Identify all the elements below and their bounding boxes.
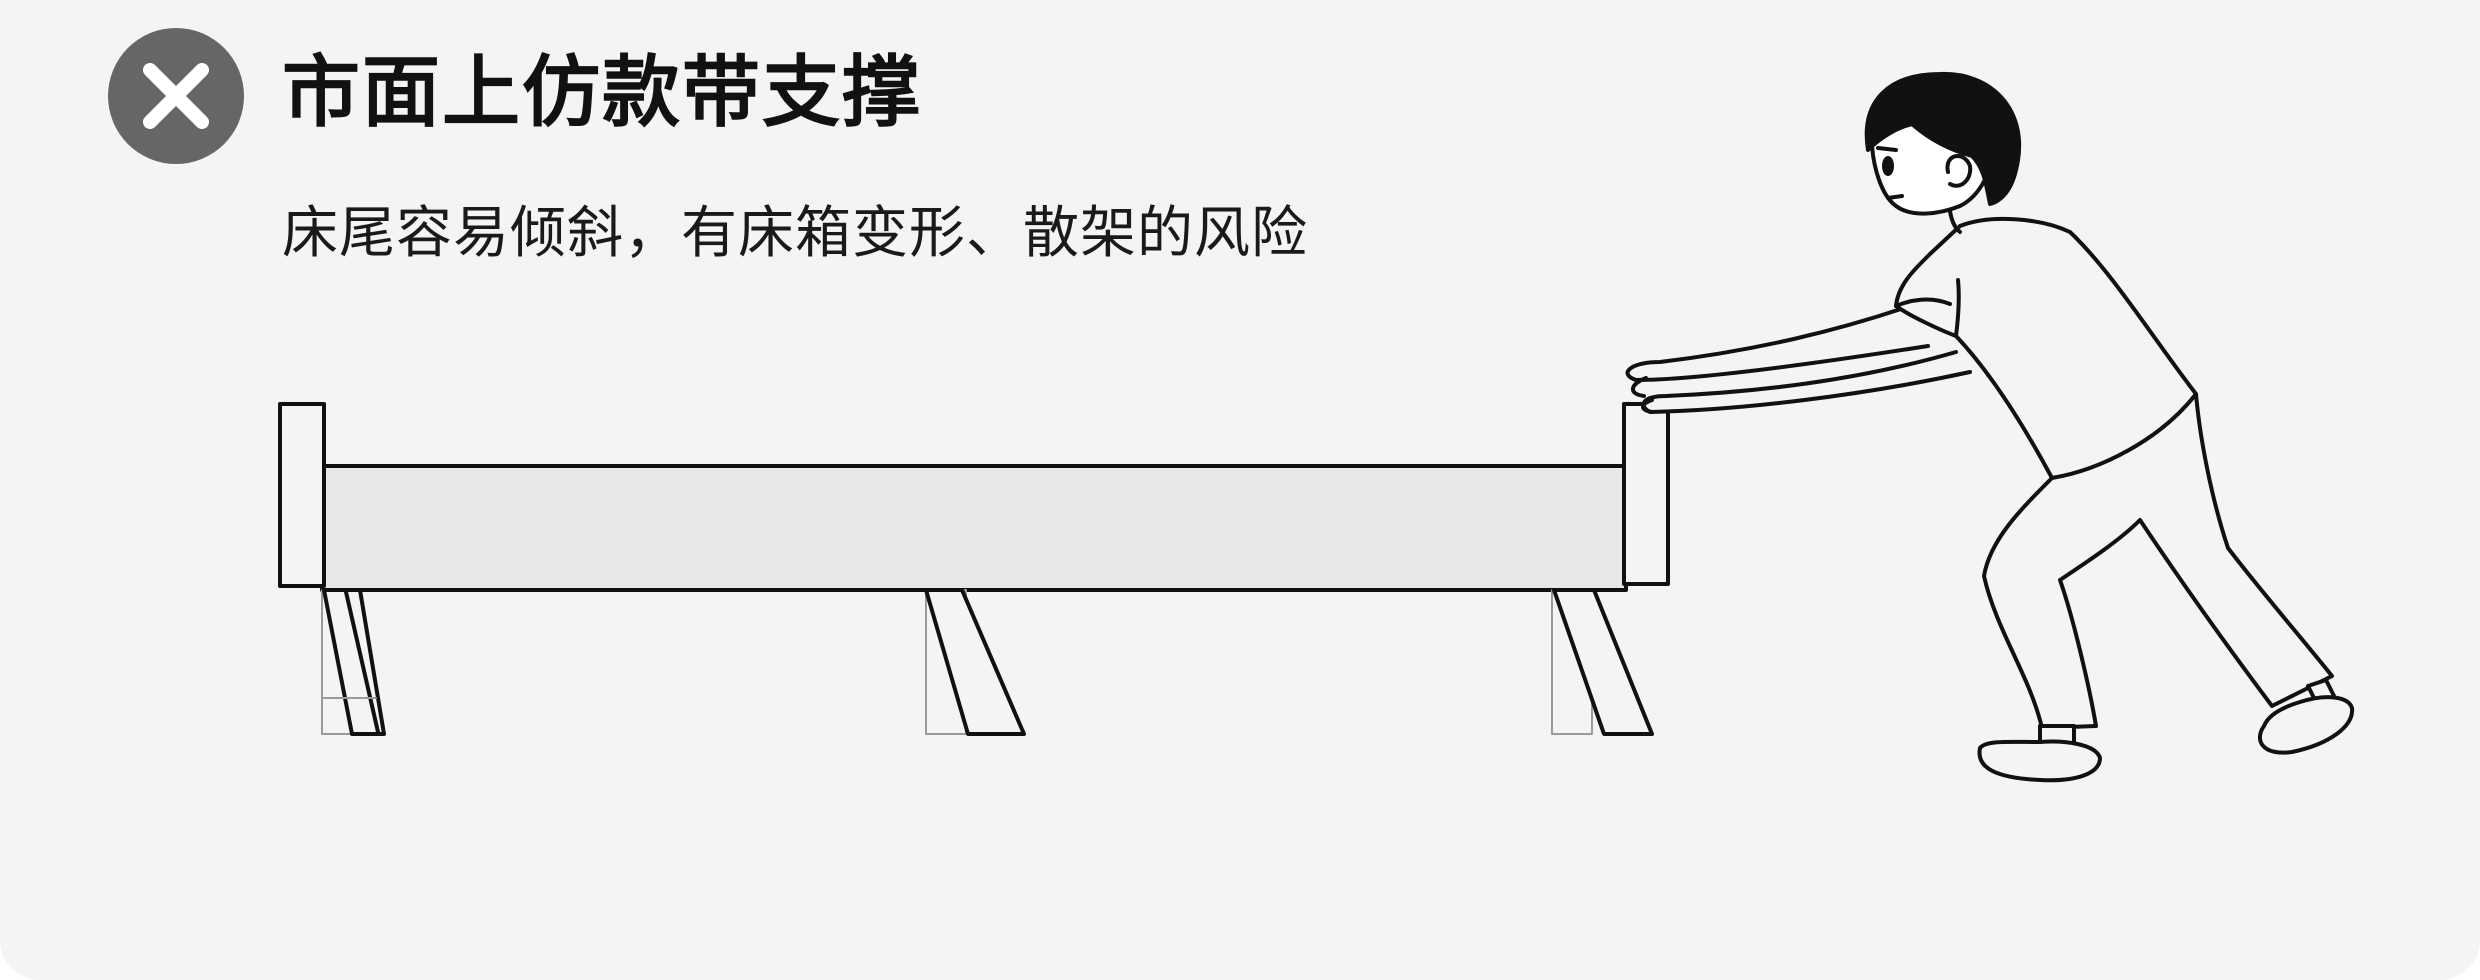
- bed-frame: [278, 402, 1670, 592]
- person-pushing: [1625, 71, 2355, 783]
- card-title: 市面上仿款带支撑: [282, 48, 923, 138]
- card-subtitle: 床尾容易倾斜，有床箱变形、散架的风险: [282, 201, 1308, 266]
- person-hair: [1864, 71, 2022, 206]
- person-ear: [1945, 154, 1973, 188]
- person-mouth: [1886, 194, 1904, 200]
- headboard: [278, 402, 326, 588]
- footboard: [1622, 402, 1670, 586]
- close-icon: [108, 28, 244, 164]
- person-shoe-back: [1977, 739, 2102, 783]
- person-arm-back: [1625, 306, 1930, 382]
- bed-box: [320, 464, 1628, 592]
- support-leg-right: [1551, 588, 1654, 736]
- support-leg-middle: [924, 588, 1026, 736]
- person-shoe-front: [2258, 695, 2355, 755]
- support-leg-left: [321, 588, 386, 736]
- person-pants: [1982, 392, 2334, 730]
- person-eye: [1882, 156, 1894, 176]
- person-eyebrow: [1876, 146, 1898, 152]
